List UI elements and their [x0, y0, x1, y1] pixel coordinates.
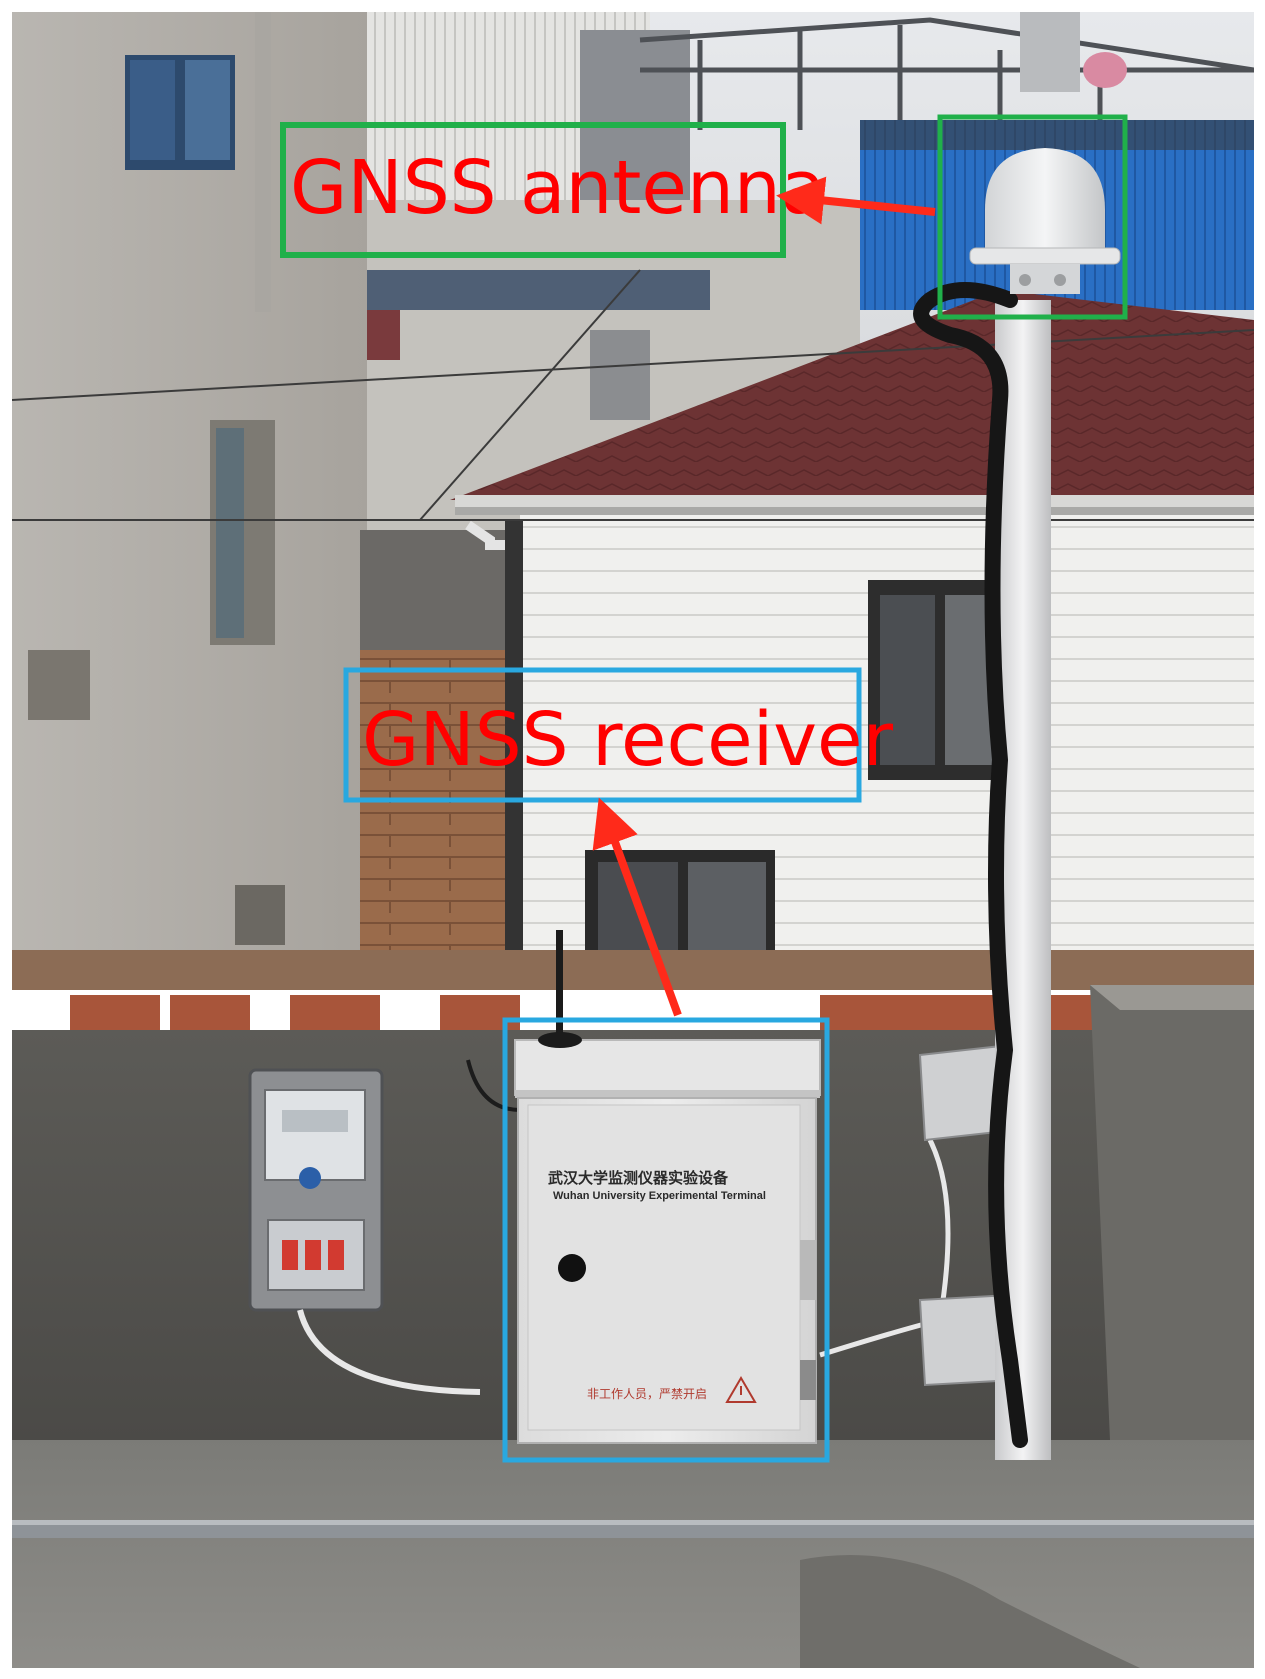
- panel-title-en: Wuhan University Experimental Terminal: [553, 1190, 766, 1202]
- antenna-cable: [913, 282, 1028, 1448]
- panel-warning-cn: 非工作人员，严禁开启: [587, 1387, 707, 1401]
- parapet-ledge: [12, 950, 1254, 990]
- antenna-whip-icon: [538, 930, 582, 1048]
- panel-title-cn: 武汉大学监测仪器实验设备: [548, 1169, 729, 1187]
- receiver-arrow: [592, 797, 682, 1017]
- ledge-bricks: [70, 995, 1100, 1030]
- red-roof: [450, 290, 1254, 500]
- gnss-antenna-dome: [969, 148, 1121, 294]
- steel-canopy: [639, 17, 1254, 130]
- electricity-meter-box: [248, 1068, 384, 1312]
- antenna-highlight-box: [937, 114, 1128, 320]
- annotation-receiver: GNSS receiver: [343, 667, 894, 1463]
- lock-knob-icon: [558, 1254, 586, 1282]
- left-vent: [28, 650, 90, 720]
- photograph: 武汉大学监测仪器实验设备 Wuhan University Experiment…: [12, 12, 1254, 1668]
- receiver-label: GNSS receiver: [362, 697, 894, 783]
- antenna-label: GNSS antenna: [290, 145, 826, 231]
- warning-triangle-icon: [725, 1376, 757, 1403]
- receiver-highlight-box: [502, 1017, 830, 1463]
- pink-tank: [1083, 52, 1127, 88]
- annotation-antenna: GNSS antenna: [280, 114, 1128, 320]
- gnss-receiver-cabinet: 武汉大学监测仪器实验设备 Wuhan University Experiment…: [514, 930, 821, 1444]
- antenna-arrow: [776, 176, 936, 225]
- water-tank: [1020, 12, 1080, 92]
